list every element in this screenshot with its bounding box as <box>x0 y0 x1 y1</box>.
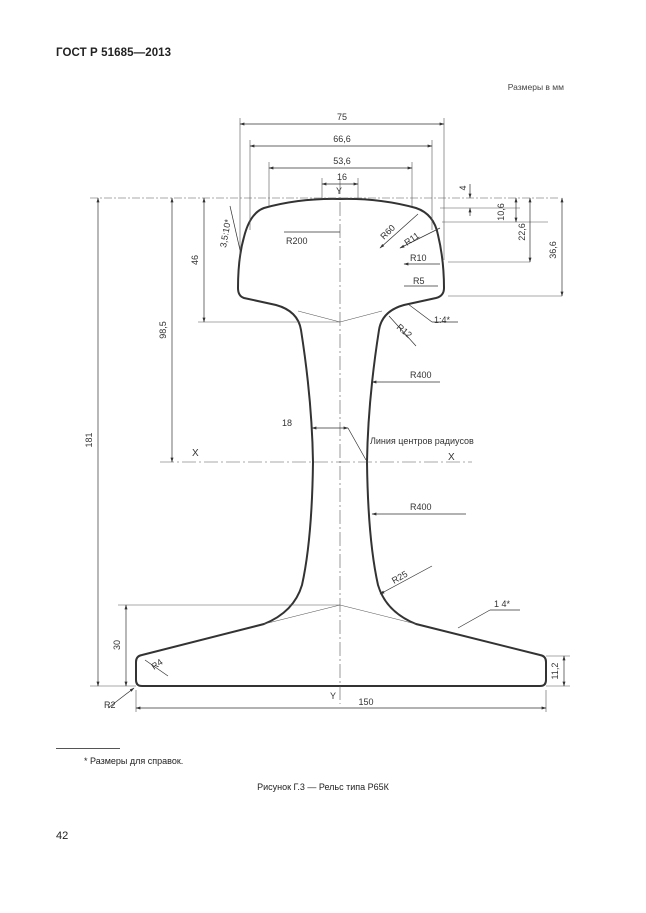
dim-36-6: 36,6 <box>548 241 558 259</box>
dim-4: 4 <box>458 185 468 190</box>
slope-head-side: 3,5:10* <box>218 218 233 248</box>
dim-16: 16 <box>337 172 347 182</box>
dim-11-2: 11,2 <box>550 663 560 680</box>
radius-r400-top: R400 <box>410 370 432 380</box>
dim-150: 150 <box>358 697 373 707</box>
page-number: 42 <box>56 830 69 842</box>
axis-x-right-label: X <box>448 452 455 463</box>
rail-profile <box>135 197 547 687</box>
footnote: * Размеры для справок. <box>84 756 184 766</box>
dim-53-6: 53,6 <box>333 156 351 166</box>
dim-66-6: 66,6 <box>333 134 351 144</box>
dim-30: 30 <box>112 640 122 650</box>
slope-head-under: 1:4* <box>434 315 451 325</box>
axis-y-top-label: Y <box>336 186 342 196</box>
dim-18: 18 <box>282 418 292 428</box>
axis-y-bottom-label: Y <box>330 691 336 701</box>
radius-r10: R10 <box>410 253 427 263</box>
radius-r11: R11 <box>402 230 421 247</box>
radius-r200: R200 <box>286 236 308 246</box>
radius-r60: R60 <box>378 223 397 242</box>
axis-x-left-label: X <box>192 448 199 459</box>
footnote-rule <box>56 748 120 749</box>
radius-r4: R4 <box>149 657 164 672</box>
dim-98-5: 98,5 <box>158 321 168 339</box>
figure-caption: Рисунок Г.3 — Рельс типа Р65К <box>257 782 389 792</box>
radius-r400-bottom: R400 <box>410 502 432 512</box>
dim-46: 46 <box>190 255 200 265</box>
standard-header: ГОСТ Р 51685—2013 <box>56 47 172 59</box>
slope-foot-top: 1 4* <box>494 599 511 609</box>
units-note: Размеры в мм <box>507 82 564 92</box>
dim-22-6: 22,6 <box>517 223 527 241</box>
radius-r5: R5 <box>413 276 425 286</box>
radius-r2: R2 <box>104 700 116 710</box>
dim-181: 181 <box>84 432 94 447</box>
dim-75: 75 <box>337 112 347 122</box>
dim-10-6: 10,6 <box>496 203 506 221</box>
radius-r12: R12 <box>395 322 414 340</box>
radius-center-line-label: Линия центров радиусов <box>370 436 474 446</box>
